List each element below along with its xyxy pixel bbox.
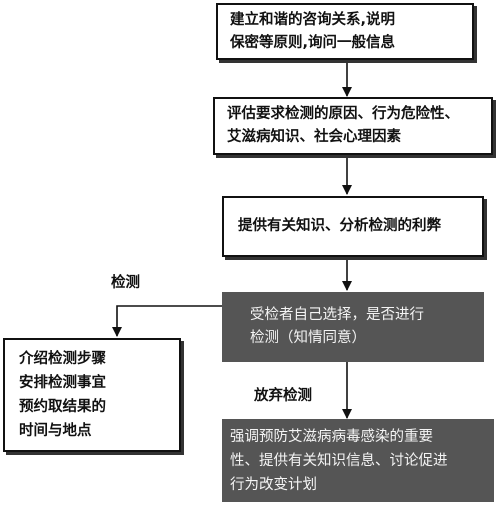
node-choose-text: 受检者自己选择，是否进行 检测（知情同意）: [250, 307, 424, 346]
node-test-procedure: 介绍检测步骤 安排检测事宜 预约取结果的 时间与地点: [3, 338, 181, 452]
arrow-choose-to-procedure: [112, 305, 222, 337]
node-inform-text: 提供有关知识、分析检测的利弊: [238, 218, 441, 234]
edge-label-test: 检测: [111, 275, 140, 291]
edge-label-give-up: 放弃检测: [254, 388, 312, 404]
node-prevention-emphasis: 强调预防艾滋病病毒感染的重要 性、提供有关知识信息、讨论促进 行为改变计划: [222, 419, 494, 502]
node-establish-relationship: 建立和谐的咨询关系,说明 保密等原则,询问一般信息: [216, 3, 474, 60]
node-provide-knowledge: 提供有关知识、分析检测的利弊: [222, 196, 484, 257]
node-evaluate-text: 评估要求检测的原因、行为危险性、 艾滋病知识、社会心理因素: [227, 106, 459, 145]
node-emphasize-text: 强调预防艾滋病病毒感染的重要 性、提供有关知识信息、讨论促进 行为改变计划: [230, 428, 448, 493]
node-procedure-text: 介绍检测步骤 安排检测事宜 预约取结果的 时间与地点: [19, 351, 106, 439]
node-evaluate-reasons: 评估要求检测的原因、行为危险性、 艾滋病知识、社会心理因素: [213, 97, 493, 155]
node-client-choice: 受检者自己选择，是否进行 检测（知情同意）: [222, 292, 484, 362]
node-establish-text: 建立和谐的咨询关系,说明 保密等原则,询问一般信息: [230, 11, 396, 51]
